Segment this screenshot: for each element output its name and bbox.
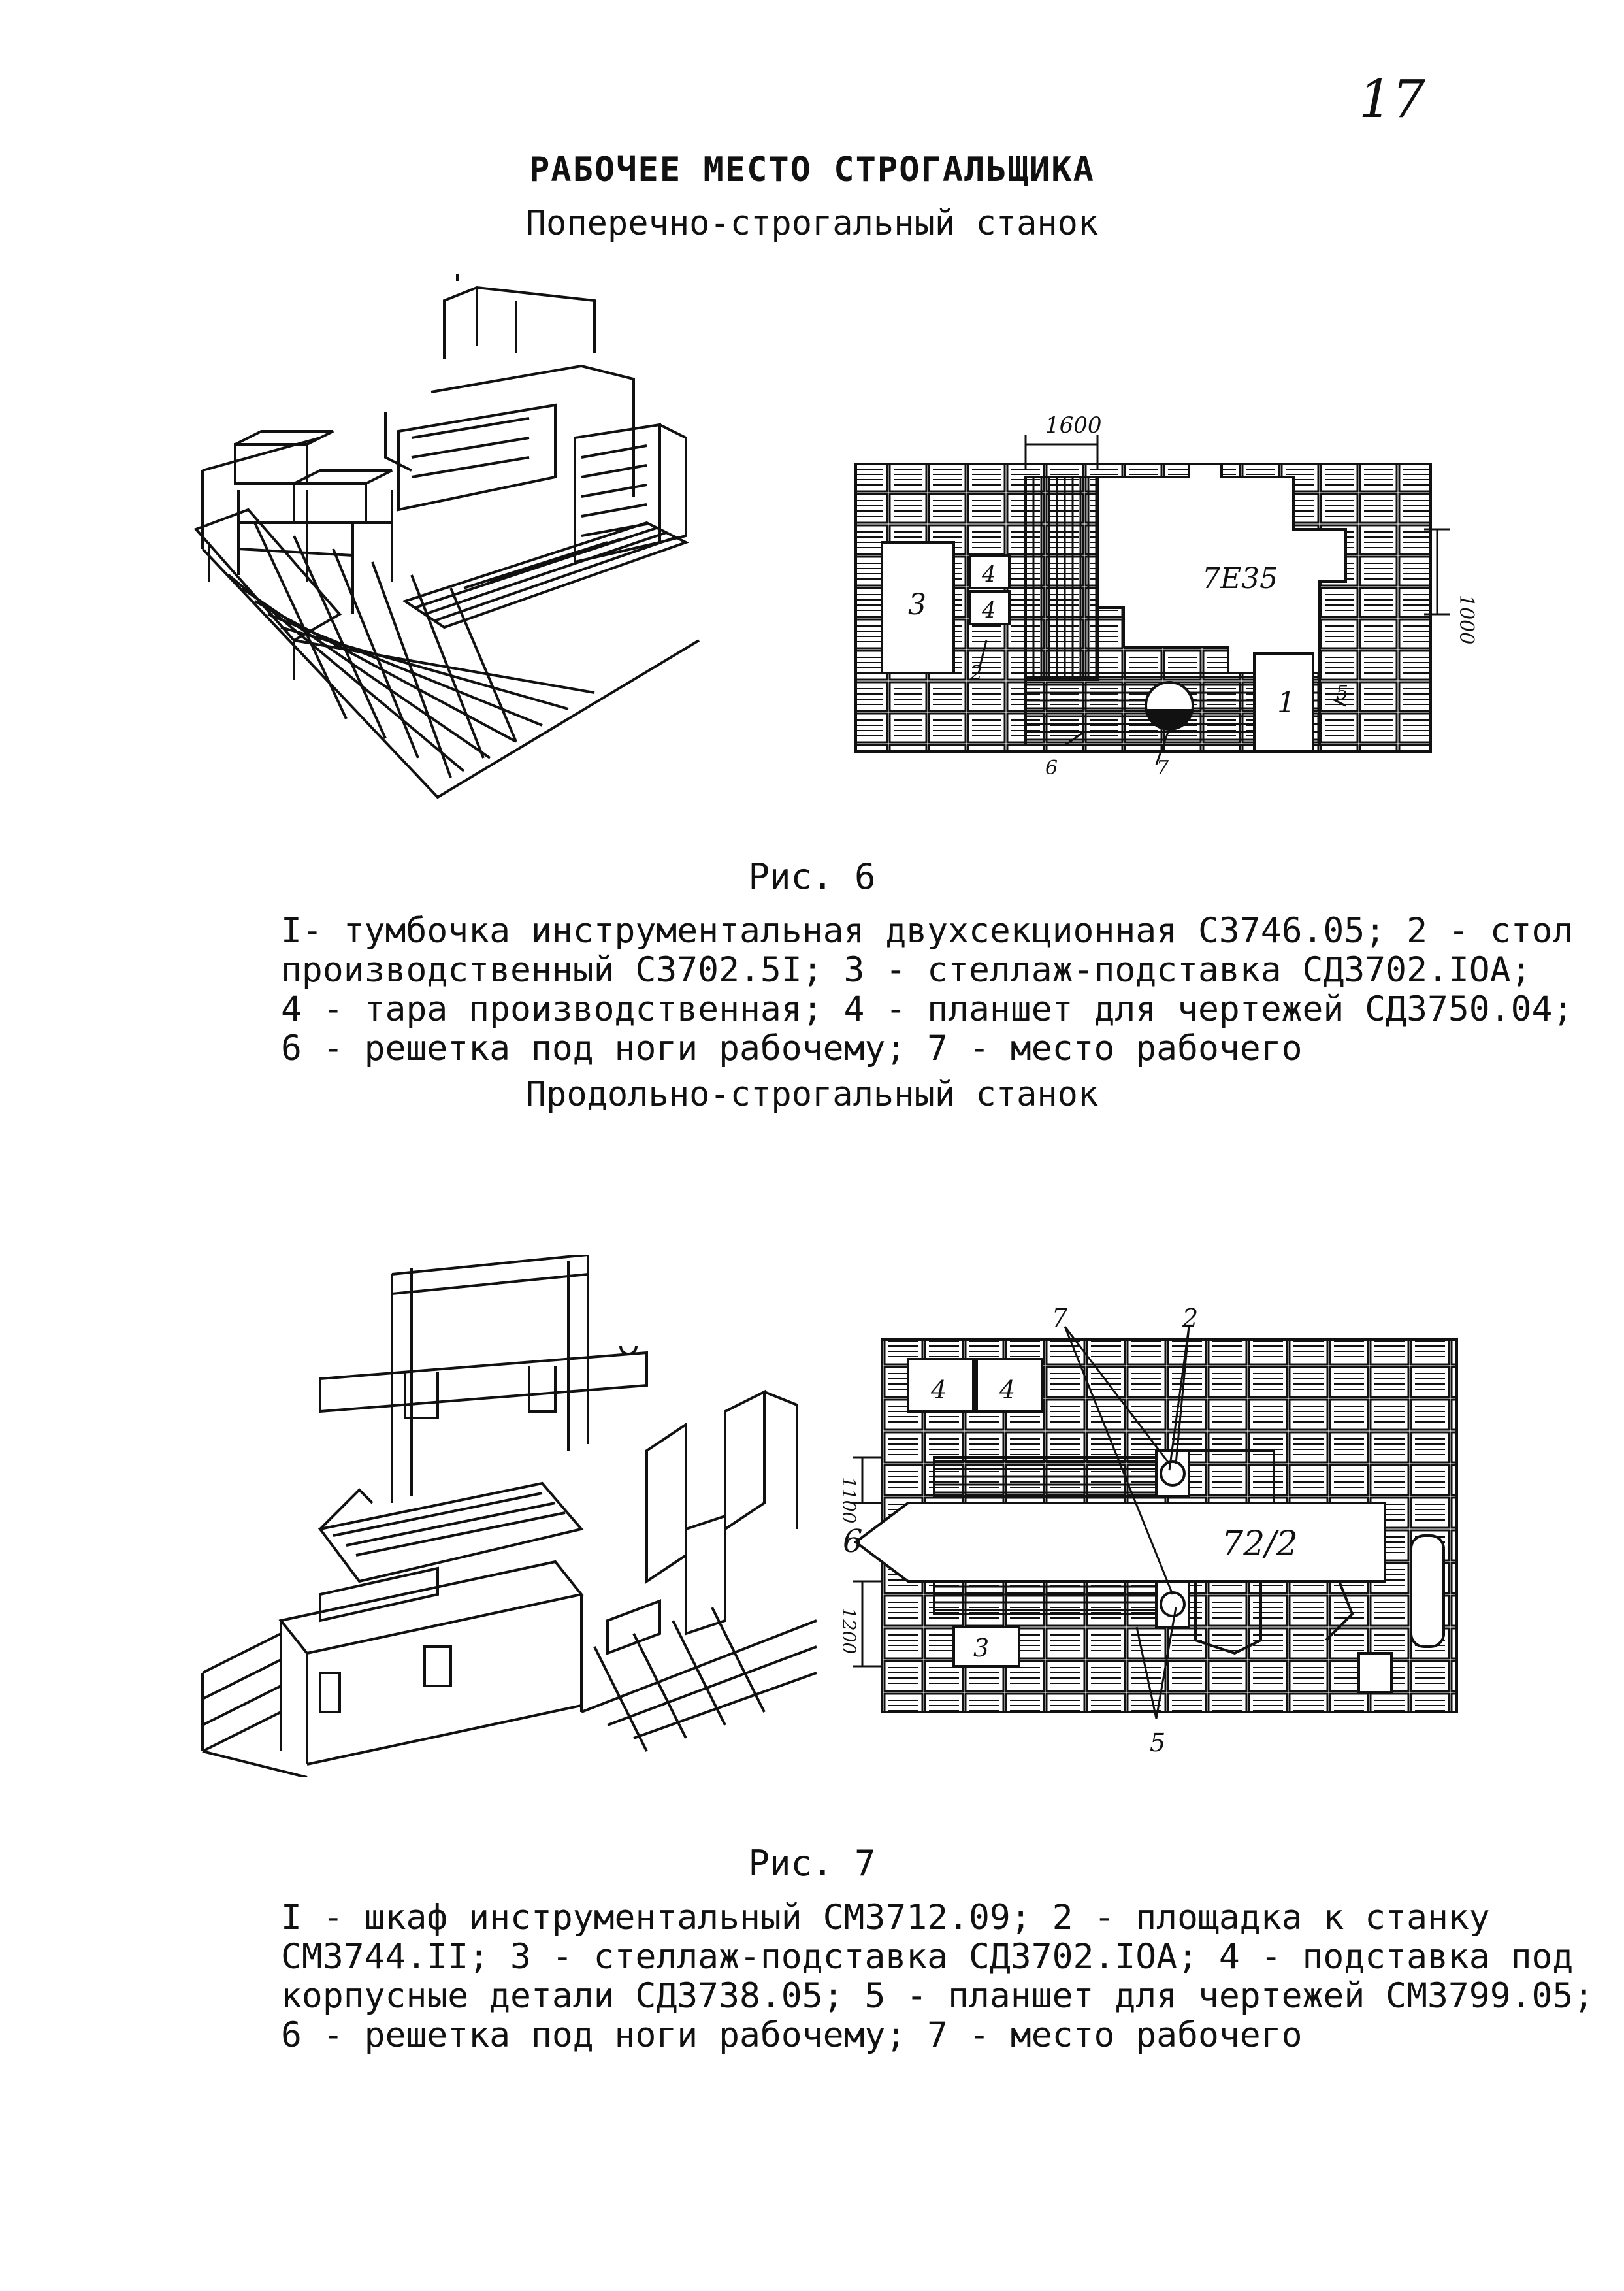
fig7-marker-2: 2 xyxy=(1182,1304,1198,1332)
fig7-isometric-drawing xyxy=(201,1255,817,1777)
fig6-marker-5: 5 xyxy=(1336,682,1348,704)
fig6-foot-grating xyxy=(402,521,690,629)
fig7-grating-top xyxy=(933,1456,1158,1498)
fig7-caption: I - шкаф инструментальный СМ3712.09; 2 -… xyxy=(281,1898,1595,2055)
fig6-grating-vertical xyxy=(1024,476,1099,681)
fig7-caption-line: 6 - решетка под ноги рабочему; 7 - место… xyxy=(281,2015,1303,2055)
fig7-side-stands xyxy=(606,1389,798,1655)
fig7-caption-line: I - шкаф инструментальный СМ3712.09; 2 -… xyxy=(281,1898,1490,1937)
section-title-plano-miller: Продольно-строгальный станок xyxy=(525,1075,1099,1114)
fig7-marker-3: 3 xyxy=(973,1634,989,1662)
fig7-dim-top: 1100 xyxy=(843,1477,860,1523)
fig6-marker-1: 1 xyxy=(1277,686,1295,719)
fig6-machine-label: 7Е35 xyxy=(1202,562,1278,595)
fig6-dim-right: 1000 xyxy=(1455,595,1476,644)
fig7-table-bed xyxy=(278,1481,584,1766)
fig7-marker-4a: 4 xyxy=(930,1376,947,1404)
fig7-worker-position-bottom xyxy=(1160,1591,1186,1617)
page-number: 17 xyxy=(1359,69,1425,129)
fig7-stand-4a xyxy=(907,1358,975,1413)
fig7-floor-hatching xyxy=(201,1607,817,1777)
fig6-machine-body xyxy=(384,274,687,564)
fig6-marker-6: 6 xyxy=(1045,757,1058,778)
fig7-marker-6: 6 xyxy=(843,1523,863,1560)
fig6-caption-line: производственный С3702.5I; 3 - стеллаж-п… xyxy=(281,950,1532,990)
fig6-container-4a xyxy=(969,554,1011,589)
section-title-cross-planer: Поперечно-строгальный станок xyxy=(525,204,1099,243)
fig7-marker-7: 7 xyxy=(1052,1304,1068,1332)
fig7-caption-line: СМ3744.II; 3 - стеллаж-подставка СД3702.… xyxy=(281,1937,1574,1977)
fig7-portal-frame xyxy=(319,1255,648,1503)
fig7-marker-5: 5 xyxy=(1150,1728,1165,1757)
fig6-plan-view: 1600 1000 7Е35 3 4 4 1 2 5 6 7 xyxy=(854,412,1476,778)
fig7-platform-2 xyxy=(1357,1652,1393,1694)
fig6-marker-7: 7 xyxy=(1156,757,1169,778)
fig6-marker-3: 3 xyxy=(908,588,926,621)
fig7-cabinet-1 xyxy=(1410,1534,1445,1648)
fig6-machine-outline xyxy=(1096,463,1347,674)
fig6-dim-top: 1600 xyxy=(1045,412,1102,438)
fig7-machine-label: 72/2 xyxy=(1222,1525,1298,1564)
fig7-worker-position-top xyxy=(1160,1460,1186,1487)
fig6-stand-3 xyxy=(881,541,955,674)
fig7-label: Рис. 7 xyxy=(748,1843,876,1884)
fig6-marker-4b: 4 xyxy=(981,597,996,623)
fig6-caption-line: 4 - тара производственная; 4 - планшет д… xyxy=(281,989,1574,1029)
fig7-caption-line: корпусные детали СД3738.05; 5 - планшет … xyxy=(281,1976,1595,2016)
fig6-label: Рис. 6 xyxy=(748,856,876,897)
fig6-isometric-drawing xyxy=(193,274,700,799)
fig7-dim-bottom: 1200 xyxy=(843,1607,860,1654)
fig6-caption: I- тумбочка инструментальная двухсекцион… xyxy=(281,911,1574,1068)
fig7-stand-4b xyxy=(975,1358,1043,1413)
fig7-marker-4b: 4 xyxy=(999,1376,1015,1404)
fig6-cabinet-1 xyxy=(1253,652,1314,753)
fig7-stand-3 xyxy=(952,1626,1020,1668)
fig6-caption-line: 6 - решетка под ноги рабочему; 7 - место… xyxy=(281,1029,1303,1068)
page-title: РАБОЧЕЕ МЕСТО СТРОГАЛЬЩИКА xyxy=(529,150,1095,190)
fig6-marker-4a: 4 xyxy=(981,561,996,587)
fig6-stand-with-crates xyxy=(234,430,393,614)
fig6-container-4b xyxy=(969,590,1011,625)
fig6-caption-line: I- тумбочка инструментальная двухсекцион… xyxy=(281,911,1574,951)
fig6-marker-2: 2 xyxy=(969,662,983,685)
fig7-plan-view: 7 2 4 4 6 3 5 72/2 1100 1200 xyxy=(843,1304,1458,1757)
